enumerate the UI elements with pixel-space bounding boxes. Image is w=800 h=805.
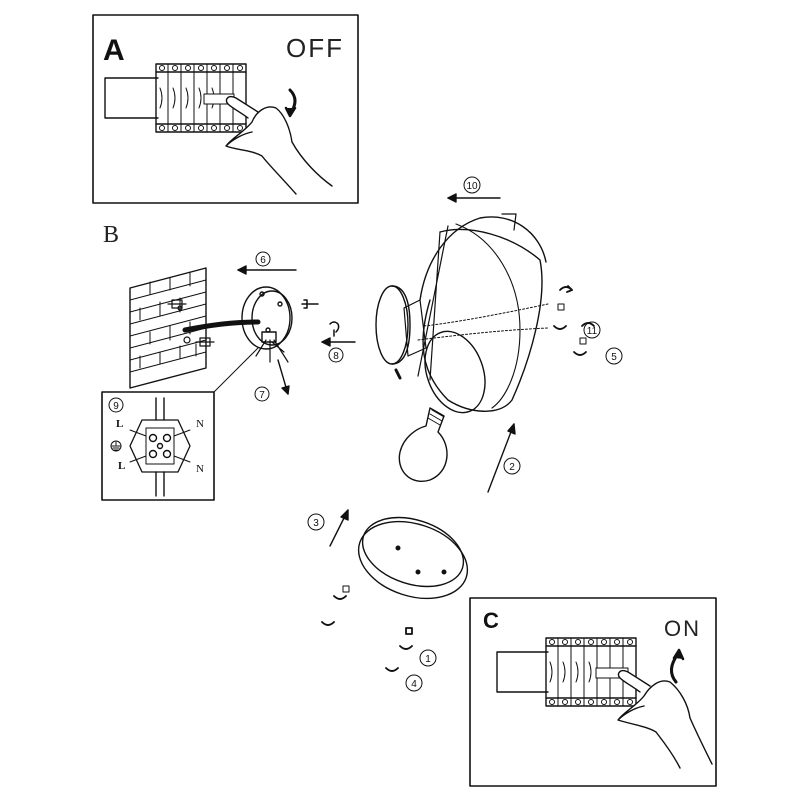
- step-7-label: 7: [259, 390, 265, 401]
- arrow-2-head-icon: [507, 423, 516, 435]
- arrow-7-head-icon: [281, 385, 290, 395]
- panel-a: A OFF: [92, 14, 359, 204]
- step-1-label: 1: [425, 654, 431, 665]
- arrow-10-head-icon: [447, 193, 457, 203]
- step-11-label: 11: [587, 326, 598, 337]
- lamp-body: [375, 213, 549, 414]
- wall-plugs: [167, 299, 215, 347]
- brick-wall: [129, 267, 207, 389]
- screws-bottom: [321, 585, 413, 672]
- diffuser-disc: [357, 516, 469, 600]
- step-5-label: 5: [611, 352, 617, 363]
- terminal-n-top: N: [196, 418, 204, 430]
- breaker-box-c: [496, 637, 637, 707]
- screw-cap-icon: [329, 321, 340, 337]
- arrow-up-head-icon: [672, 648, 685, 661]
- step-6-label: 6: [260, 255, 266, 266]
- ground-icon: [110, 440, 122, 452]
- terminal-l-bottom: L: [118, 460, 125, 472]
- wiring-inset: 9 L N L N: [101, 391, 215, 501]
- arrow-6-head-icon: [237, 265, 247, 275]
- step-2-label: 2: [509, 462, 515, 473]
- wall-mounting-plate: [241, 286, 293, 363]
- panel-a-state: OFF: [286, 33, 344, 63]
- panel-a-frame: [92, 14, 359, 204]
- panel-c-letter: C: [483, 608, 499, 633]
- terminal-l-top: L: [116, 418, 123, 430]
- panel-b-letter: B: [103, 222, 119, 248]
- arrow-3-head-icon: [340, 509, 349, 521]
- arrow-2: [487, 423, 515, 493]
- screw-icon: [301, 299, 319, 309]
- hand-icon: [225, 95, 333, 195]
- panel-c-state: ON: [664, 616, 701, 641]
- step-3-label: 3: [313, 518, 319, 529]
- arrow-head-icon: [284, 106, 297, 118]
- screw-set-5: [573, 337, 587, 356]
- inset-leader-line: [213, 347, 259, 393]
- breaker-box-a: [104, 63, 247, 133]
- step-9-label: 9: [113, 401, 119, 412]
- hand-icon-c: [617, 669, 713, 769]
- step-10-label: 10: [466, 181, 478, 192]
- panel-a-letter: A: [103, 34, 125, 67]
- step-4-label: 4: [411, 679, 417, 690]
- light-bulb-icon: [398, 407, 448, 482]
- screw-set-11: [553, 285, 595, 330]
- step-8-label: 8: [333, 351, 339, 362]
- power-cable: [182, 319, 261, 333]
- arrow-8-head-icon: [321, 337, 331, 347]
- panel-c: C ON: [469, 597, 717, 787]
- panel-c-frame: [469, 597, 717, 787]
- terminal-n-bottom: N: [196, 463, 204, 475]
